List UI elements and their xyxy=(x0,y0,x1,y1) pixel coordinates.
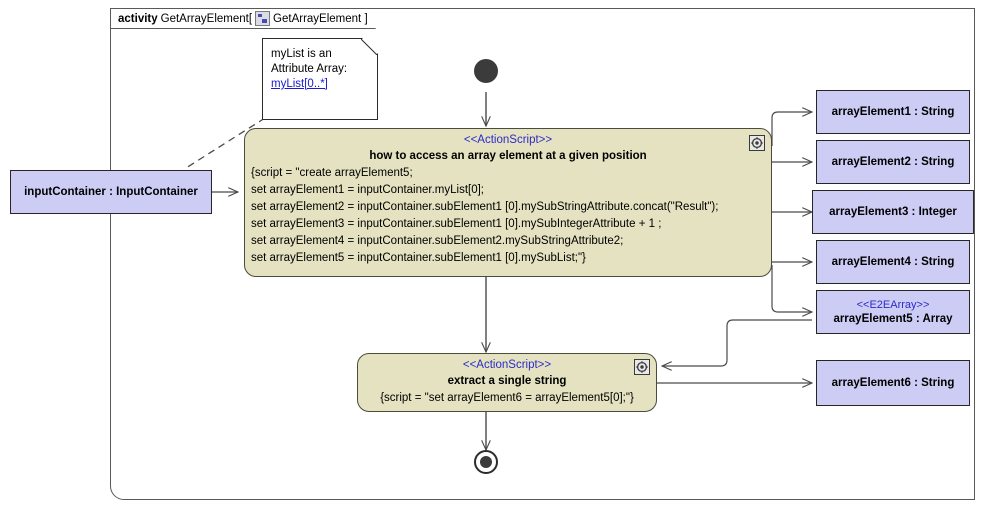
action1-script-line-2: set arrayElement2 = inputContainer.subEl… xyxy=(251,201,719,213)
note-text: myList is an Attribute Array: myList[0..… xyxy=(263,39,377,92)
initial-node xyxy=(474,59,498,83)
action1-script-line-3: set arrayElement3 = inputContainer.subEl… xyxy=(251,218,662,230)
object-node-inputContainer[interactable]: inputContainer : InputContainer xyxy=(10,170,212,214)
flow-action1-to-arrayElement1 xyxy=(771,112,812,146)
frame-inner-name: GetArrayElement ] xyxy=(273,12,368,25)
note-line-2: Attribute Array: xyxy=(271,63,348,75)
object-node-arrayElement6[interactable]: arrayElement6 : String xyxy=(816,360,970,406)
final-node xyxy=(474,450,498,474)
object-node-stereotype: <<E2EArray>> xyxy=(856,298,930,311)
frame-keyword: activity xyxy=(118,12,158,25)
activity-frame-header: activity GetArrayElement[ GetArrayElemen… xyxy=(110,8,376,29)
object-node-label: arrayElement6 : String xyxy=(831,377,955,389)
gear-icon[interactable] xyxy=(634,359,650,375)
action2-script-line-0: {script = "set arrayElement6 = arrayElem… xyxy=(380,392,634,404)
action-node-extract-single-string[interactable]: <<ActionScript>> extract a single string… xyxy=(357,353,657,412)
object-node-arrayElement1[interactable]: arrayElement1 : String xyxy=(816,90,970,134)
frame-name: GetArrayElement[ xyxy=(160,12,253,25)
note-anchor-line xyxy=(185,117,266,169)
object-node-label: arrayElement2 : String xyxy=(831,156,955,168)
action2-title: extract a single string xyxy=(447,375,567,387)
object-node-label: arrayElement4 : String xyxy=(831,256,955,268)
object-node-arrayElement2[interactable]: arrayElement2 : String xyxy=(816,140,970,184)
note-fold-icon xyxy=(361,39,377,55)
activity-diagram-icon xyxy=(255,11,270,26)
flow-arrayElement5-to-action2 xyxy=(662,319,812,366)
object-node-arrayElement5[interactable]: <<E2EArray>> arrayElement5 : Array xyxy=(816,290,970,334)
gear-icon[interactable] xyxy=(749,135,765,151)
action1-title: how to access an array element at a give… xyxy=(369,150,647,162)
flow-action1-to-arrayElement5 xyxy=(771,265,812,312)
object-node-arrayElement3[interactable]: arrayElement3 : Integer xyxy=(812,190,974,234)
action1-script-line-0: {script = "create arrayElement5; xyxy=(251,167,413,179)
action1-script-line-1: set arrayElement1 = inputContainer.myLis… xyxy=(251,184,484,196)
action-node-access-array-element[interactable]: <<ActionScript>> how to access an array … xyxy=(244,128,772,277)
note-line-1: myList is an xyxy=(271,48,332,60)
object-node-arrayElement4[interactable]: arrayElement4 : String xyxy=(816,240,970,284)
note-link[interactable]: myList[0..*] xyxy=(271,78,328,90)
action2-stereotype: <<ActionScript>> xyxy=(462,359,552,371)
action1-script-line-5: set arrayElement5 = inputContainer.subEl… xyxy=(251,252,586,264)
action1-script-line-4: set arrayElement4 = inputContainer.subEl… xyxy=(251,235,624,247)
attribute-array-note: myList is an Attribute Array: myList[0..… xyxy=(262,38,378,120)
object-node-label: arrayElement3 : Integer xyxy=(829,206,957,218)
action1-stereotype: <<ActionScript>> xyxy=(463,134,553,146)
object-node-label: arrayElement1 : String xyxy=(831,106,955,118)
object-node-label: arrayElement5 : Array xyxy=(833,312,953,325)
activity-frame xyxy=(110,8,975,500)
object-node-label: inputContainer : InputContainer xyxy=(24,186,198,198)
